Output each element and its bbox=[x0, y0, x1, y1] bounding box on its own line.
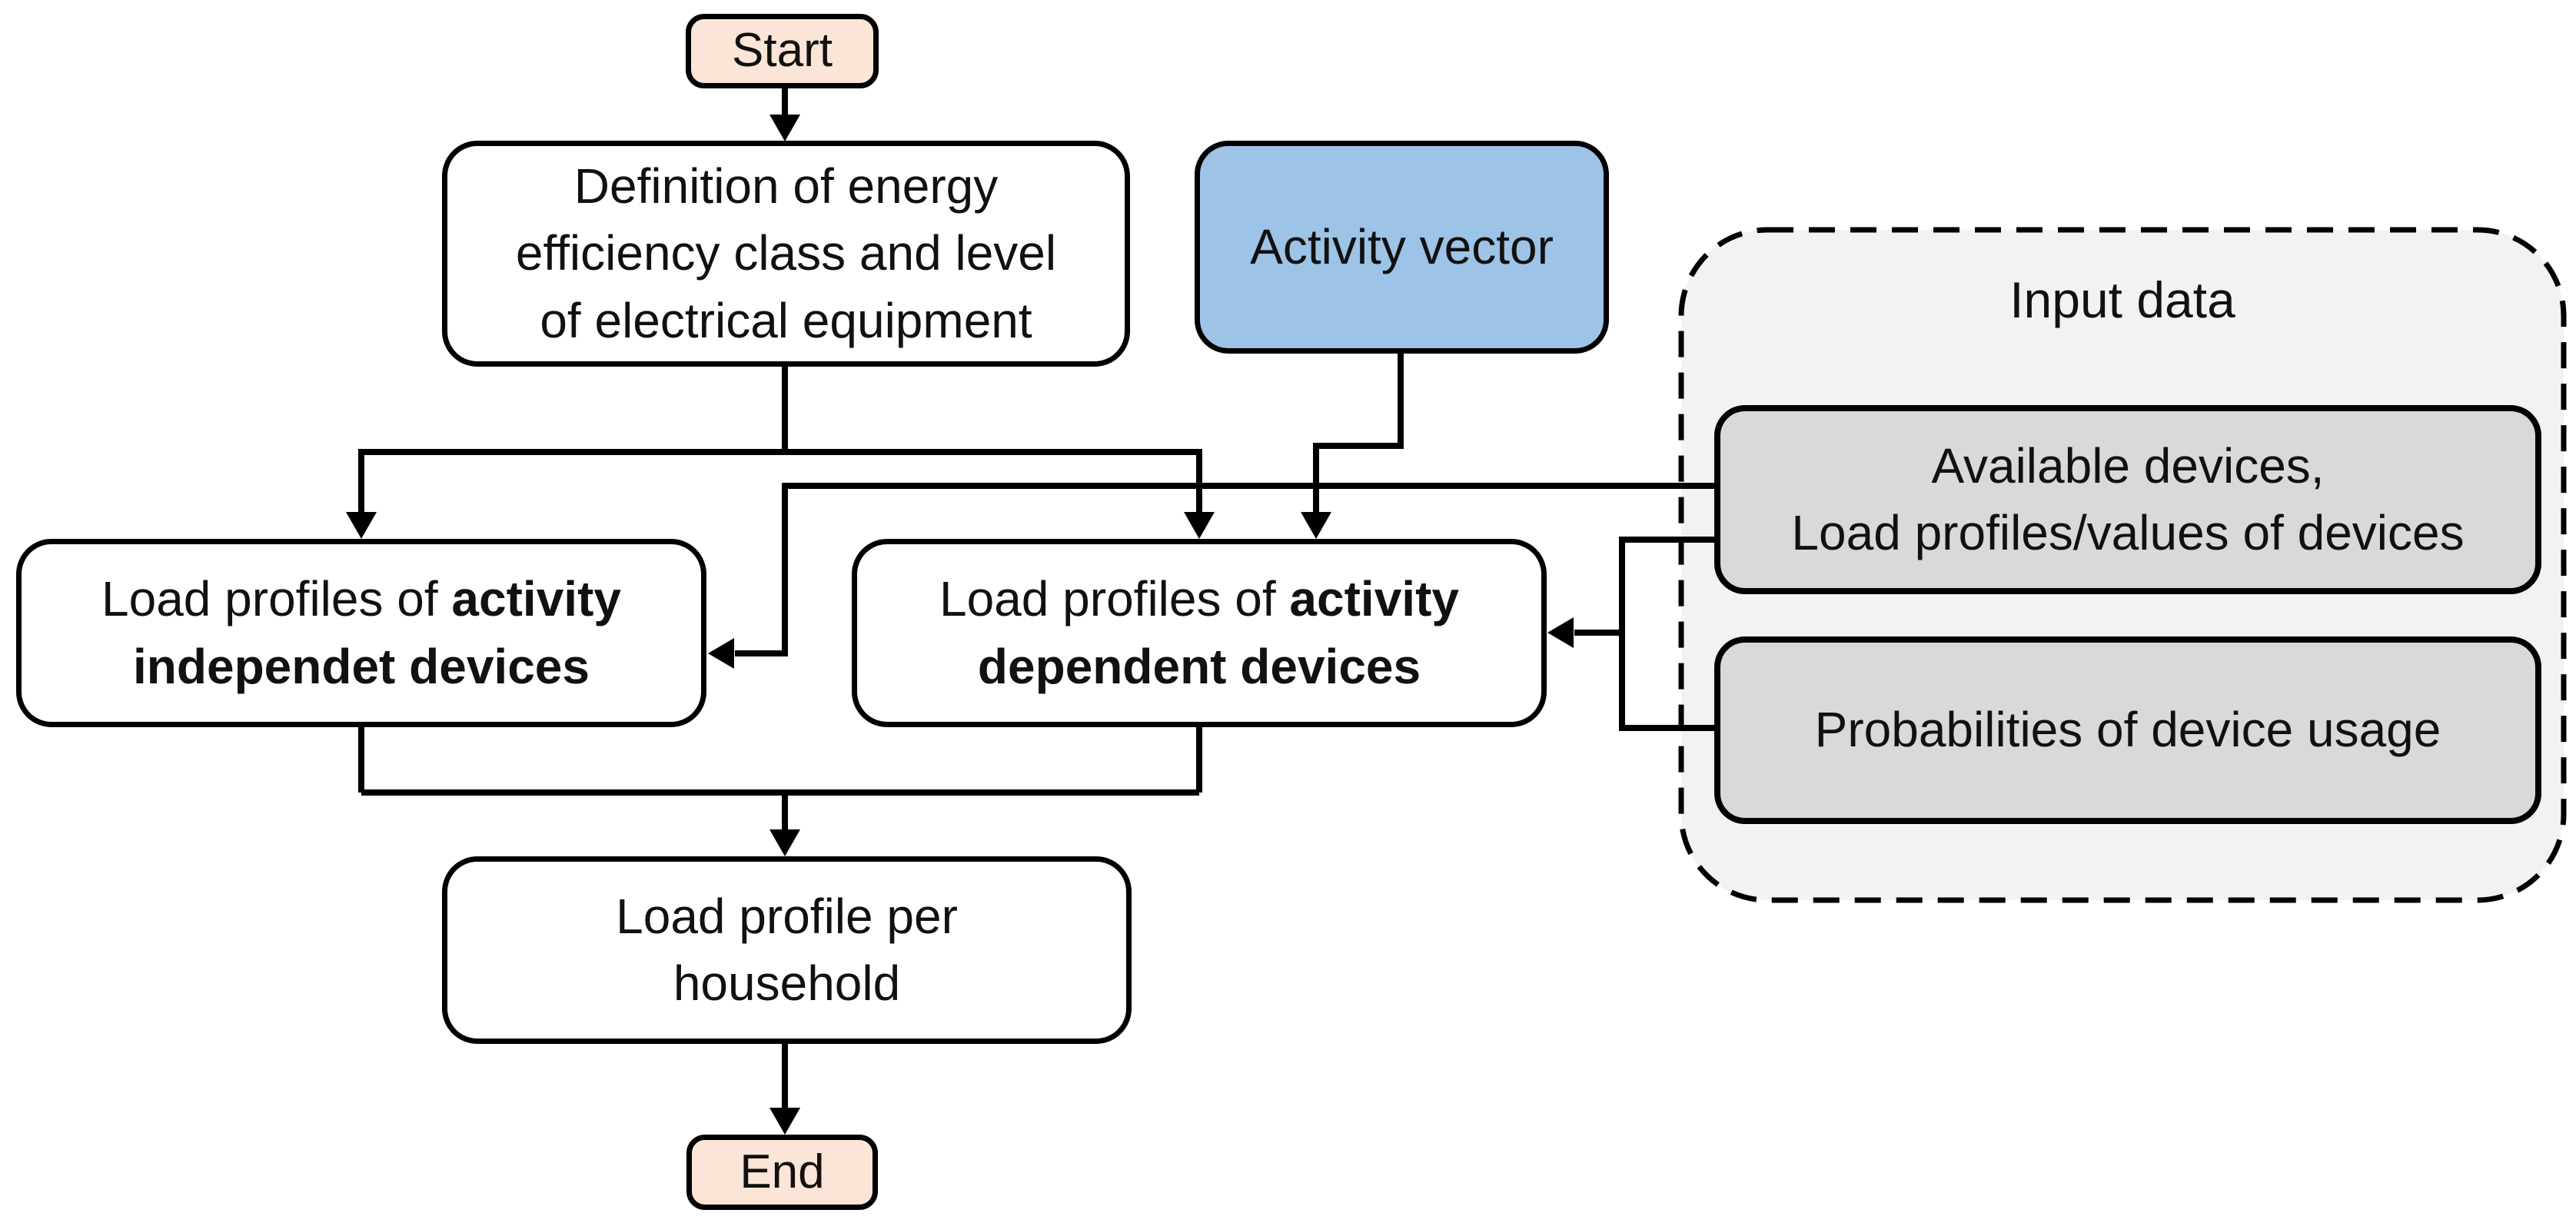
definition-line: efficiency class and level bbox=[515, 225, 1057, 281]
start-label: Start bbox=[732, 24, 833, 78]
edge-household-to-end bbox=[769, 1042, 800, 1135]
independent-devices-line: Load profiles of activity bbox=[101, 566, 621, 633]
available-devices-node: Available devices, Load profiles/values … bbox=[1714, 405, 2541, 594]
household-line: Load profile per bbox=[616, 888, 958, 944]
independent-devices-line: independet devices bbox=[133, 638, 590, 694]
probabilities-label: Probabilities of device usage bbox=[1814, 702, 2441, 758]
available-devices-line: Available devices, bbox=[1931, 437, 2325, 494]
end-node: End bbox=[686, 1135, 878, 1210]
input-data-group-title: Input data bbox=[2009, 271, 2235, 328]
independent-devices-node: Load profiles of activity independet dev… bbox=[16, 539, 706, 727]
edge-branch-to-dependent bbox=[1184, 449, 1215, 539]
definition-node: Definition of energy efficiency class an… bbox=[442, 141, 1130, 367]
dependent-text-normal: Load profiles of bbox=[939, 571, 1276, 627]
probabilities-node: Probabilities of device usage bbox=[1714, 636, 2541, 824]
household-line: household bbox=[673, 955, 901, 1011]
dependent-devices-line: Load profiles of activity bbox=[939, 566, 1459, 633]
edge-input-boxes-to-dependent bbox=[1547, 537, 1722, 731]
available-devices-line: Load profiles/values of devices bbox=[1791, 505, 2465, 560]
edge-merge-to-household bbox=[358, 725, 1202, 856]
independent-text-normal: Load profiles of bbox=[101, 571, 438, 627]
edge-available-devices-to-independent bbox=[708, 483, 1722, 669]
independent-text-bold: activity bbox=[451, 571, 621, 627]
definition-line: Definition of energy bbox=[573, 158, 999, 214]
edge-start-to-definition bbox=[769, 86, 800, 141]
edge-branch-to-independent bbox=[346, 449, 377, 539]
start-node: Start bbox=[686, 14, 879, 88]
dependent-devices-line: dependent devices bbox=[977, 638, 1421, 694]
dependent-devices-node: Load profiles of activity dependent devi… bbox=[852, 539, 1547, 727]
dependent-text-bold: activity bbox=[1289, 571, 1459, 627]
end-label: End bbox=[740, 1145, 825, 1198]
edge-definition-branch-bus bbox=[361, 364, 1199, 455]
definition-line: of electrical equipment bbox=[540, 292, 1032, 348]
activity-vector-node: Activity vector bbox=[1195, 141, 1609, 354]
activity-vector-label: Activity vector bbox=[1250, 218, 1554, 274]
household-node: Load profile per household bbox=[442, 856, 1132, 1044]
edge-activity-vector-to-dependent bbox=[1301, 351, 1404, 539]
